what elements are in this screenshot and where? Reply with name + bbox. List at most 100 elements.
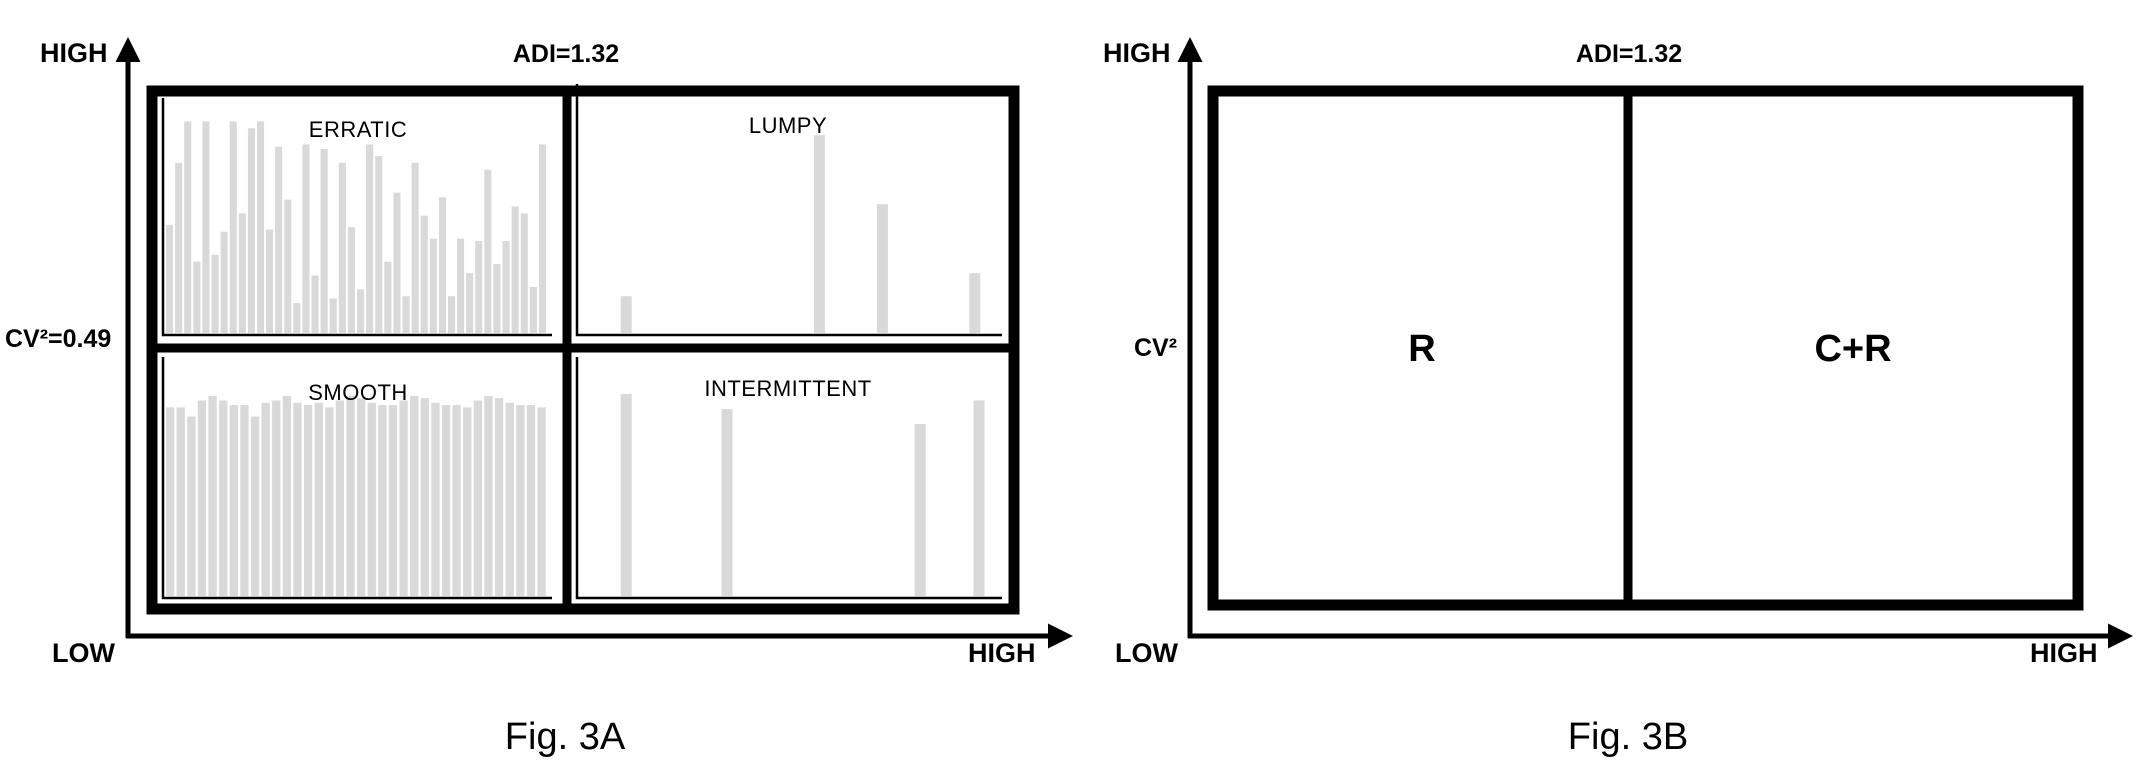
erratic-bar	[175, 162, 183, 333]
smooth-bar	[516, 405, 525, 596]
erratic-bar	[302, 144, 310, 333]
smooth-bar	[494, 398, 504, 596]
erratic-bar	[520, 213, 528, 333]
fig3b-cv-label: CV²	[1134, 334, 1177, 362]
erratic-bar	[511, 206, 519, 333]
erratic-bar	[220, 231, 228, 333]
fig3a-y-high-label: HIGH	[40, 38, 108, 68]
erratic-bar	[502, 241, 510, 333]
erratic-bar	[166, 224, 174, 333]
smooth-bar	[452, 405, 461, 596]
erratic-bar	[247, 128, 255, 333]
smooth-bar	[378, 405, 387, 596]
figure-3a: HIGH LOW HIGH ADI=1.32 CV²=0.49 ERRATIC …	[5, 37, 1073, 758]
intermittent-bar	[620, 393, 632, 596]
fig3a-y-low-label: LOW	[52, 638, 115, 668]
erratic-bar	[375, 155, 383, 333]
smooth-bar	[272, 400, 281, 596]
smooth-bar	[420, 398, 429, 596]
erratic-bar	[193, 261, 201, 333]
fig3a-cv-threshold: CV²=0.49	[5, 325, 111, 353]
smooth-bar	[293, 402, 302, 596]
erratic-bar	[347, 227, 355, 333]
erratic-bar	[275, 146, 283, 333]
erratic-bar	[320, 149, 328, 333]
erratic-bar	[484, 169, 492, 333]
smooth-bar	[176, 407, 185, 596]
smooth-bar	[484, 395, 493, 596]
smooth-label: SMOOTH	[308, 380, 408, 405]
erratic-bar	[475, 241, 483, 333]
erratic-bar	[293, 303, 301, 333]
fig3b-adi-threshold: ADI=1.32	[1576, 40, 1682, 68]
erratic-bar	[457, 238, 465, 333]
class-r-label: R	[1408, 328, 1435, 370]
fig3b-y-high-label: HIGH	[1103, 38, 1171, 68]
erratic-inner-axes	[161, 98, 552, 337]
intermittent-bar	[721, 408, 733, 596]
smooth-bar	[431, 402, 440, 596]
intermittent-bar	[973, 400, 985, 597]
intermittent-inner-axes	[575, 357, 1002, 600]
smooth-bar	[166, 407, 175, 596]
erratic-bar	[411, 162, 419, 333]
erratic-label: ERRATIC	[309, 117, 407, 142]
smooth-bar	[505, 402, 514, 596]
fig3a-adi-threshold: ADI=1.32	[513, 40, 619, 68]
erratic-bar	[529, 287, 537, 333]
smooth-bar	[187, 416, 196, 596]
smooth-bar	[463, 407, 472, 596]
smooth-bar	[325, 407, 334, 596]
erratic-bar	[438, 197, 446, 333]
erratic-bar	[329, 298, 337, 333]
erratic-bar	[284, 199, 292, 333]
smooth-bar	[240, 405, 249, 596]
erratic-bar	[257, 121, 265, 334]
fig3b-x-high-label: HIGH	[2030, 638, 2098, 668]
fig3b-caption: Fig. 3B	[1568, 716, 1688, 758]
erratic-bar	[202, 121, 210, 334]
smooth-inner-axes	[161, 357, 552, 600]
intermittent-bar	[914, 424, 926, 596]
smooth-bar	[441, 405, 451, 596]
smooth-bar	[367, 402, 376, 596]
smooth-bar	[399, 400, 408, 596]
erratic-bar	[384, 261, 392, 333]
fig3a-caption: Fig. 3A	[505, 716, 626, 758]
fig3b-quadrant-frame	[1207, 85, 2084, 611]
erratic-bar	[238, 213, 246, 333]
erratic-bar	[338, 162, 346, 333]
class-cr-label: C+R	[1814, 328, 1891, 370]
smooth-bar	[410, 395, 419, 596]
erratic-bar	[393, 192, 401, 333]
smooth-bar	[208, 395, 217, 596]
erratic-bar	[466, 273, 474, 333]
smooth-bar	[250, 416, 260, 596]
lumpy-bar	[876, 204, 888, 333]
smooth-bar	[335, 400, 345, 596]
smooth-bar	[261, 402, 270, 596]
smooth-bar	[346, 395, 355, 596]
lumpy-label: LUMPY	[749, 113, 827, 138]
intermittent-bars	[620, 393, 985, 597]
smooth-bar	[537, 407, 546, 596]
smooth-bar	[388, 405, 398, 596]
erratic-bar	[184, 121, 192, 334]
smooth-bar	[303, 405, 313, 596]
erratic-bar	[211, 254, 219, 333]
erratic-bar	[229, 121, 237, 334]
erratic-bar	[448, 296, 456, 333]
lumpy-bars	[620, 135, 981, 333]
intermittent-label: INTERMITTENT	[704, 376, 871, 401]
erratic-bar	[402, 296, 410, 333]
erratic-bar	[420, 215, 428, 333]
erratic-bar	[429, 238, 437, 333]
erratic-bar	[266, 229, 274, 333]
erratic-bar	[538, 144, 546, 333]
erratic-bar	[311, 275, 319, 333]
smooth-bar	[282, 395, 291, 596]
smooth-bar	[526, 405, 536, 596]
smooth-bar	[229, 405, 238, 596]
lumpy-inner-axes	[575, 84, 1002, 337]
